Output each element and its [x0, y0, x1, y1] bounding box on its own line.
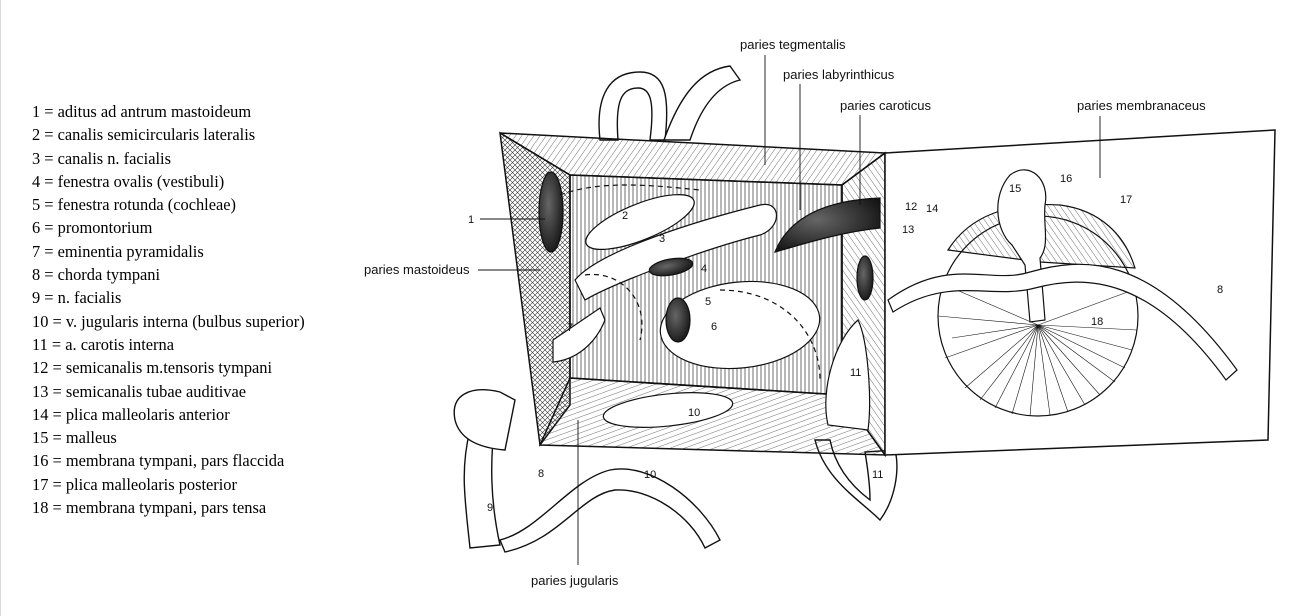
promontory — [659, 280, 821, 370]
structure-numbers: 1 2 3 4 5 6 7 8 8 9 10 10 11 11 12 13 14… — [468, 173, 1223, 514]
label-paries-caroticus: paries caroticus — [840, 98, 932, 113]
legend-item-2: 2 = canalis semicircularis lateralis — [32, 125, 256, 145]
tubal-opening — [856, 255, 874, 301]
membrane-fibres — [937, 284, 1138, 417]
legend-item-15: 15 = malleus — [32, 428, 117, 448]
semicircular-canal — [585, 194, 695, 250]
oval-window — [648, 257, 694, 277]
number-5: 5 — [705, 296, 711, 308]
inner-structures — [538, 171, 881, 431]
number-7: 7 — [567, 322, 573, 334]
number-9: 9 — [487, 502, 493, 514]
legend-item-3: 3 = canalis n. facialis — [32, 148, 171, 168]
legend-item-10: 10 = v. jugularis interna (bulbus superi… — [32, 311, 305, 331]
number-6: 6 — [711, 321, 717, 333]
number-4: 4 — [701, 263, 707, 275]
number-10-bulb: 10 — [688, 407, 700, 419]
legend-item-1: 1 = aditus ad antrum mastoideum — [32, 102, 252, 121]
legend-item-9: 9 = n. facialis — [32, 288, 122, 308]
legend-item-18: 18 = membrana tympani, pars tensa — [32, 498, 267, 518]
number-11-wall: 11 — [850, 367, 861, 379]
facial-nerve-course — [559, 184, 821, 381]
legend-item-8: 8 = chorda tympani — [32, 265, 161, 285]
legend-item-7: 7 = eminentia pyramidalis — [32, 241, 204, 261]
legend-item-6: 6 = promontorium — [32, 218, 153, 238]
number-8-left: 8 — [538, 468, 544, 480]
number-15: 15 — [1009, 183, 1021, 195]
number-8-right: 8 — [1217, 284, 1223, 296]
legend-item-4: 4 = fenestra ovalis (vestibuli) — [32, 171, 225, 191]
legend-item-11: 11 = a. carotis interna — [32, 334, 174, 354]
tympanic-membrane — [887, 169, 1238, 417]
facial-canal — [574, 203, 777, 301]
label-paries-tegmentalis: paries tegmentalis — [740, 37, 846, 52]
chorda-tympani — [887, 263, 1238, 381]
number-18: 18 — [1091, 316, 1103, 328]
legend-item-17: 17 = plica malleolaris posterior — [32, 474, 237, 494]
number-3: 3 — [659, 233, 665, 245]
round-window — [665, 297, 691, 343]
legend: 1 = aditus ad antrum mastoideum 2 = cana… — [32, 100, 362, 519]
legend-item-16: 16 = membrana tympani, pars flaccida — [32, 451, 285, 471]
number-10-vein: 10 — [644, 469, 656, 481]
left-border — [0, 0, 1, 616]
tensor-semicanal — [773, 197, 881, 253]
wall-labels: paries tegmentalis paries labyrinthicus … — [364, 37, 1206, 588]
label-paries-jugularis: paries jugularis — [531, 573, 619, 588]
number-12: 12 — [905, 201, 917, 213]
tubes-background — [453, 65, 898, 553]
number-14: 14 — [926, 203, 938, 215]
label-paries-mastoideus: paries mastoideus — [364, 262, 470, 277]
leader-lines — [478, 55, 1101, 565]
legend-item-5: 5 = fenestra rotunda (cochleae) — [32, 195, 237, 215]
carotid-bulge — [825, 319, 871, 431]
legend-item-12: 12 = semicanalis m.tensoris tympani — [32, 358, 273, 378]
jugular-bulb — [602, 392, 734, 428]
number-1: 1 — [468, 214, 474, 226]
pyramidal-eminence — [552, 307, 606, 363]
number-13: 13 — [902, 224, 914, 236]
label-paries-membranaceus: paries membranaceus — [1077, 98, 1206, 113]
aditus-opening — [538, 171, 564, 253]
number-16: 16 — [1060, 173, 1072, 185]
legend-item-14: 14 = plica malleolaris anterior — [32, 404, 230, 424]
legend-item-13: 13 = semicanalis tubae auditivae — [32, 381, 247, 401]
number-17: 17 — [1120, 194, 1132, 206]
label-paries-labyrinthicus: paries labyrinthicus — [783, 67, 895, 82]
number-11-artery: 11 — [872, 469, 883, 481]
number-2: 2 — [622, 210, 628, 222]
